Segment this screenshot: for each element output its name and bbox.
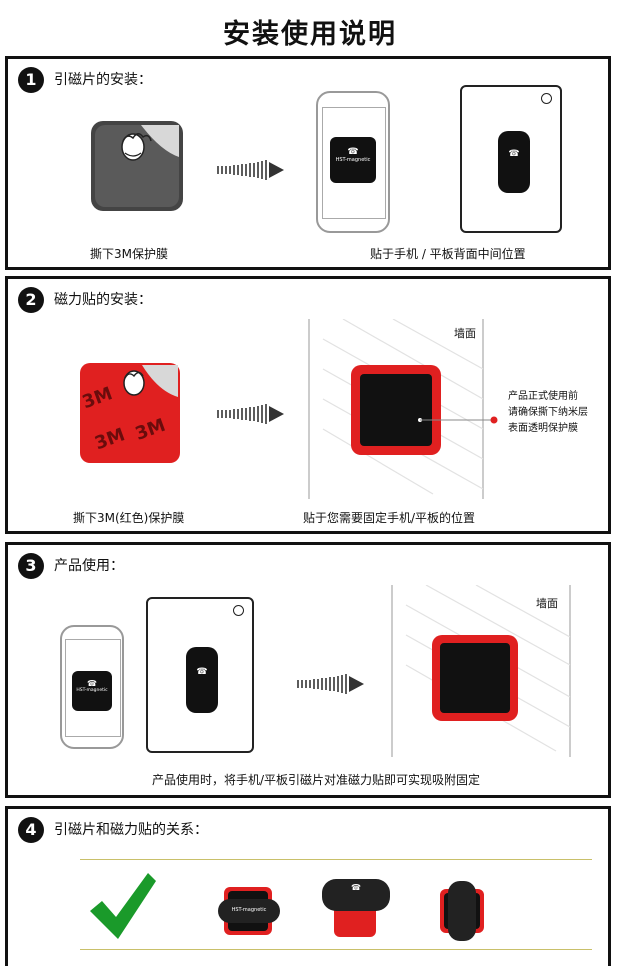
attached-combo-3: [434, 879, 490, 941]
checkmark-icon: [88, 869, 158, 941]
tablet-back-illustration: ☎: [460, 85, 562, 233]
brand-label: HST-magnetic: [335, 157, 371, 163]
right-arrow-icon: [216, 159, 288, 181]
usage-caption: 产品使用时，将手机/平板引磁片对准磁力贴即可实现吸附固定: [152, 773, 481, 787]
magnet-tag: ☎ HST-magnetic: [72, 671, 112, 711]
section-4-panel: 4 引磁片和磁力贴的关系： HST-magnetic ☎: [5, 806, 611, 966]
brand-label: HST-magnetic: [76, 688, 108, 693]
caption-attach-position: 贴于您需要固定手机/平板的位置: [303, 511, 476, 525]
caption-remove-red-film: 撕下3M(红色)保护膜: [73, 511, 185, 525]
svg-text:3M: 3M: [92, 424, 128, 454]
step-number-badge: 2: [18, 287, 44, 313]
step-number-badge: 1: [18, 67, 44, 93]
magnet-tag: ☎ HST-magnetic: [330, 137, 376, 183]
section-3-panel: 3 产品使用： ☎ HST-magnetic ☎ 墙面 产品使用时，将手机/平: [5, 542, 611, 798]
note-pointer-line: [418, 409, 498, 424]
section-1-panel: 1 引磁片的安装： ☎ HST-magnetic ☎: [5, 56, 611, 270]
step-number-badge: 3: [18, 553, 44, 579]
attached-combo-2: ☎: [322, 877, 392, 939]
section-heading: 引磁片和磁力贴的关系：: [54, 822, 208, 838]
right-arrow-icon: [216, 403, 288, 425]
magnetic-pad: [432, 635, 518, 721]
magnet-tag-peel-illustration: [91, 121, 185, 213]
wall-label: 墙面: [454, 327, 476, 340]
phone-back-illustration: ☎ HST-magnetic: [60, 625, 124, 749]
tablet-back-illustration: ☎: [146, 597, 254, 753]
step-number-badge: 4: [18, 817, 44, 843]
magnet-tag: ☎: [186, 647, 218, 713]
section-2-panel: 2 磁力贴的安装： 3M 3M 3M 墙面: [5, 276, 611, 534]
caption-remove-film: 撕下3M保护膜: [90, 247, 168, 261]
magnet-tag: ☎: [498, 131, 530, 193]
protective-film-note: 产品正式使用前 请确保撕下纳米层 表面透明保护膜: [508, 391, 588, 434]
phone-back-illustration: ☎ HST-magnetic: [316, 91, 390, 233]
svg-text:3M: 3M: [132, 415, 168, 445]
section-heading: 引磁片的安装：: [54, 72, 152, 88]
divider-line: [80, 949, 592, 950]
page-title: 安装使用说明: [223, 19, 397, 50]
divider-line: [80, 859, 592, 860]
wall-label: 墙面: [536, 597, 558, 610]
red-pad-peel-illustration: 3M 3M 3M: [79, 363, 180, 463]
brand-label: HST-magnetic: [231, 907, 267, 913]
magnetic-pad: [351, 365, 441, 455]
attached-combo-1: HST-magnetic: [218, 883, 282, 941]
section-heading: 产品使用：: [54, 558, 124, 574]
camera-hole-icon: [541, 93, 552, 104]
caption-attach-back: 贴于手机 / 平板背面中间位置: [370, 247, 526, 261]
camera-hole-icon: [233, 605, 244, 616]
section-heading: 磁力贴的安装：: [54, 292, 152, 308]
right-arrow-icon: [296, 673, 368, 695]
svg-text:3M: 3M: [80, 383, 115, 413]
